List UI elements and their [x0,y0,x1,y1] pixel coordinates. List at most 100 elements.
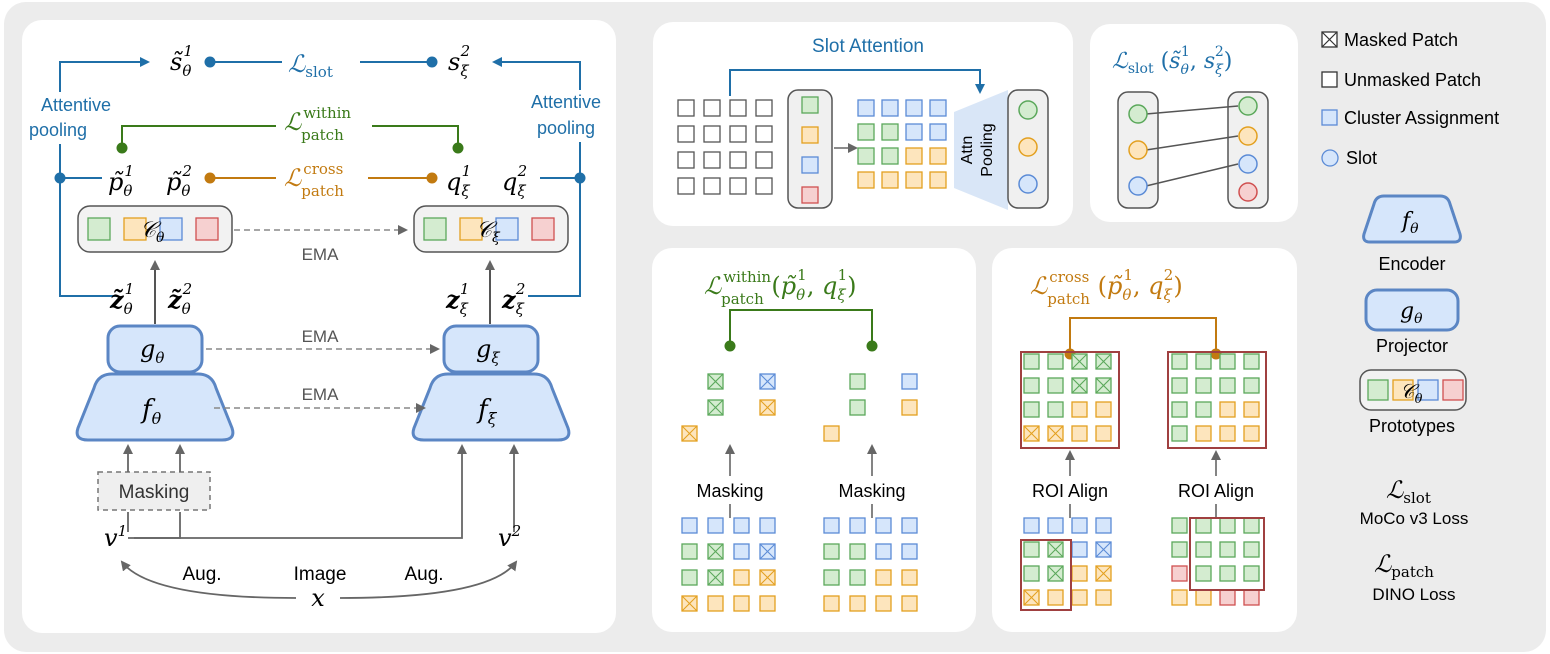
patch-square [1071,401,1088,418]
patch-square [729,177,747,195]
patch-square [1071,425,1088,442]
patch-square [1023,541,1040,558]
encoder-xi [411,372,571,442]
patch-square [901,373,918,390]
patch-square [707,517,724,534]
patch-square [1195,353,1212,370]
roi-frame-left [1020,351,1120,449]
patch-square [759,517,776,534]
patch-square [1195,517,1212,534]
patch-square [823,517,840,534]
patch-square [929,123,947,141]
attn-pooling-funnel [954,90,1008,210]
masking-label-right: Masking [838,481,905,501]
patch-square [1243,353,1260,370]
slot-loss-dot-left [204,56,216,68]
input-patch-grid [677,99,773,195]
patch-square [1219,589,1236,606]
mask-cross-mark [681,595,698,612]
patch-square [905,123,923,141]
patch-square [1171,425,1188,442]
patch-grid-right [823,517,918,612]
patch-square [677,151,695,169]
slot-squares [801,96,819,204]
patch-square [733,569,750,586]
patch-square [733,517,750,534]
legend-masked-label: Masked Patch [1344,30,1458,50]
p-tilde-theta-1: p̃θ1 [108,162,134,200]
patch-square [707,595,724,612]
patch-square [857,147,875,165]
mask-cross-mark [1095,353,1112,370]
aug-label-left: Aug. [182,564,221,585]
crop-box-left [1020,539,1072,611]
patch-square [1047,517,1064,534]
attn-label: Attn [959,136,976,164]
patch-square [929,147,947,165]
patch-grid-right [1171,517,1260,606]
patch-square [729,99,747,117]
masked-patches-left [681,373,776,442]
within-patch-panel [652,248,976,632]
ema-label-encoder: EMA [302,385,340,404]
patch-square [1095,589,1112,606]
patch-square [1219,353,1236,370]
patch-square [1171,353,1188,370]
patch-square [1071,589,1088,606]
legend-encoder-label: Encoder [1378,254,1445,274]
image-label: Image [294,564,347,585]
p-tilde-theta-2: p̃θ2 [166,162,192,200]
legend: Masked Patch Unmasked Patch Cluster Assi… [1321,30,1499,604]
legend-dino-label: DINO Loss [1372,585,1455,604]
roi-align-label-right: ROI Align [1178,481,1254,501]
patch-square [703,177,721,195]
prototype-square [1367,379,1389,401]
patch-square [1243,541,1260,558]
patch-square [1047,353,1064,370]
patch-square [849,595,866,612]
patch-square [1219,565,1236,582]
s-tilde-theta-1: s̃θ1 [170,42,193,80]
patch-square [729,125,747,143]
prototype-square [87,217,111,241]
legend-projector-symbol: gθ [1400,299,1423,327]
patch-square [1243,377,1260,394]
patch-square [875,517,892,534]
g-theta-label: gθ [140,335,164,367]
prototype-square [1392,379,1414,401]
patch-square [677,177,695,195]
patch-square [881,123,899,141]
patch-square [901,399,918,416]
patch-square [677,99,695,117]
legend-projector-shape [1364,288,1460,332]
legend-prototypes-label: Prototypes [1369,416,1455,436]
prototype-square [195,217,219,241]
patch-square [1195,589,1212,606]
masking-label-left: Masking [696,481,763,501]
mask-cross-mark [1047,541,1064,558]
legend-encoder-shape [1362,194,1462,244]
pooling-label: Pooling [979,123,996,176]
patch-square [1195,377,1212,394]
patch-square [881,147,899,165]
patch-square [1047,377,1064,394]
mask-cross-mark [759,569,776,586]
masked-patches-right [823,373,918,442]
mask-cross-mark [1047,425,1064,442]
slot-loss-title: ℒslot (s̃θ1, sξ2) [1112,44,1232,78]
patch-square [1243,589,1260,606]
patch-square [1243,565,1260,582]
patch-square [733,595,750,612]
patch-square [905,171,923,189]
patch-square [1219,541,1236,558]
encoder-theta [75,372,235,442]
roi-frame-right [1167,351,1267,449]
mask-cross-mark [1047,565,1064,582]
patch-square [681,569,698,586]
pooling-label-left: pooling [29,120,87,140]
patch-square [849,569,866,586]
patch-square [1023,377,1040,394]
left-pipeline: s̃θ1 sξ2 ℒslot Attentive pooling Attenti… [29,42,612,612]
